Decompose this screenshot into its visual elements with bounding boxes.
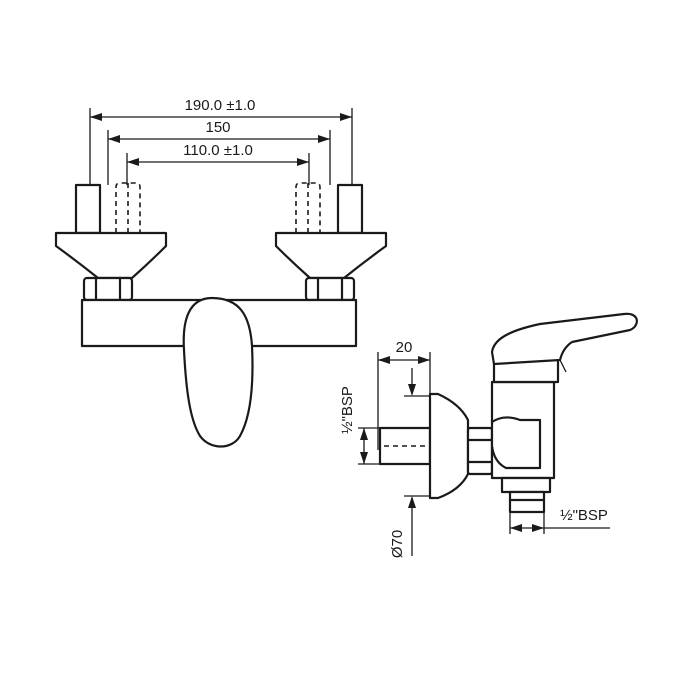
dimension-110: 110.0 ±1.0 — [183, 142, 253, 159]
front-view: 190.0 ±1.0 150 110.0 ±1.0 — [54, 97, 388, 448]
outlet-thread-dimension-lines — [509, 512, 610, 534]
outlet-thread-label: ½"BSP — [560, 507, 608, 524]
dimension-190: 190.0 ±1.0 — [185, 97, 256, 114]
inlet-thread-label: ½"BSP — [339, 386, 356, 434]
inlet-thread-dimension-lines — [358, 427, 380, 465]
lever-handle — [182, 296, 254, 448]
wall-flange — [428, 392, 470, 500]
side-view: 20 ½"BSP Ø70 — [339, 312, 638, 558]
dimension-depth-lines — [377, 352, 431, 450]
left-eccentric-connector — [54, 182, 168, 302]
flange-diameter-label: Ø70 — [389, 530, 406, 558]
right-eccentric-connector — [274, 182, 388, 302]
outlet — [500, 476, 552, 514]
dimension-150: 150 — [205, 119, 230, 136]
dimension-lines — [89, 108, 353, 230]
side-body — [490, 346, 560, 480]
dimension-depth: 20 — [396, 339, 413, 356]
side-lever-handle — [490, 312, 638, 366]
flange-dimension-lines — [404, 368, 432, 556]
inlet-pipe — [378, 426, 432, 466]
side-hex-nut — [466, 426, 494, 476]
